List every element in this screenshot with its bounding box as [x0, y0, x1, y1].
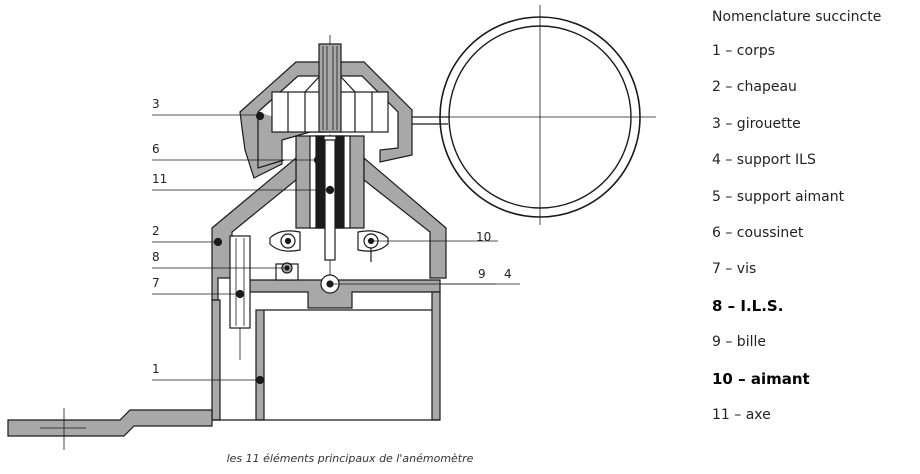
legend-item: 10 – aimant [712, 369, 810, 388]
magnet-supports [269, 230, 389, 262]
screw [229, 235, 251, 360]
vane-ring [408, 5, 656, 225]
legend-item: 7 – vis [712, 261, 757, 278]
anemometer-cross-section: 3 6 11 2 8 7 1 10 9 4 [7, 5, 656, 450]
legend-item: 9 – bille [712, 334, 766, 351]
legend-item: 5 – support aimant [712, 188, 845, 205]
legend-list: 1 – corps 2 – chapeau 3 – girouette 4 – … [712, 42, 917, 442]
callout-4: 4 [504, 267, 512, 281]
callout-6: 6 [152, 142, 160, 156]
legend-title: Nomenclature succincte [712, 9, 882, 25]
diagram-caption: les 11 éléments principaux de l'anémomèt… [226, 452, 474, 465]
legend-item: 8 – I.L.S. [712, 296, 784, 315]
callout-10: 10 [476, 230, 491, 244]
legend-item: 6 – coussinet [712, 224, 804, 241]
nomenclature-legend: Nomenclature succincte 1 – corps 2 – cha… [712, 8, 917, 442]
legend-item: 2 – chapeau [712, 79, 797, 96]
callout-11: 11 [152, 172, 167, 186]
callout-3: 3 [152, 97, 160, 111]
leader-lines [152, 114, 520, 381]
callout-9: 9 [478, 267, 486, 281]
legend-item: 3 – girouette [712, 115, 801, 132]
callout-1: 1 [152, 362, 160, 376]
callout-8: 8 [152, 250, 160, 264]
legend-item: 11 – axe [712, 406, 771, 423]
ils-support [231, 262, 441, 309]
bearing-stem [295, 43, 365, 261]
callout-2: 2 [152, 224, 160, 238]
legend-item: 1 – corps [712, 43, 776, 59]
legend-item: 4 – support ILS [712, 152, 816, 169]
base-flange [7, 408, 213, 450]
callout-7: 7 [152, 276, 160, 290]
